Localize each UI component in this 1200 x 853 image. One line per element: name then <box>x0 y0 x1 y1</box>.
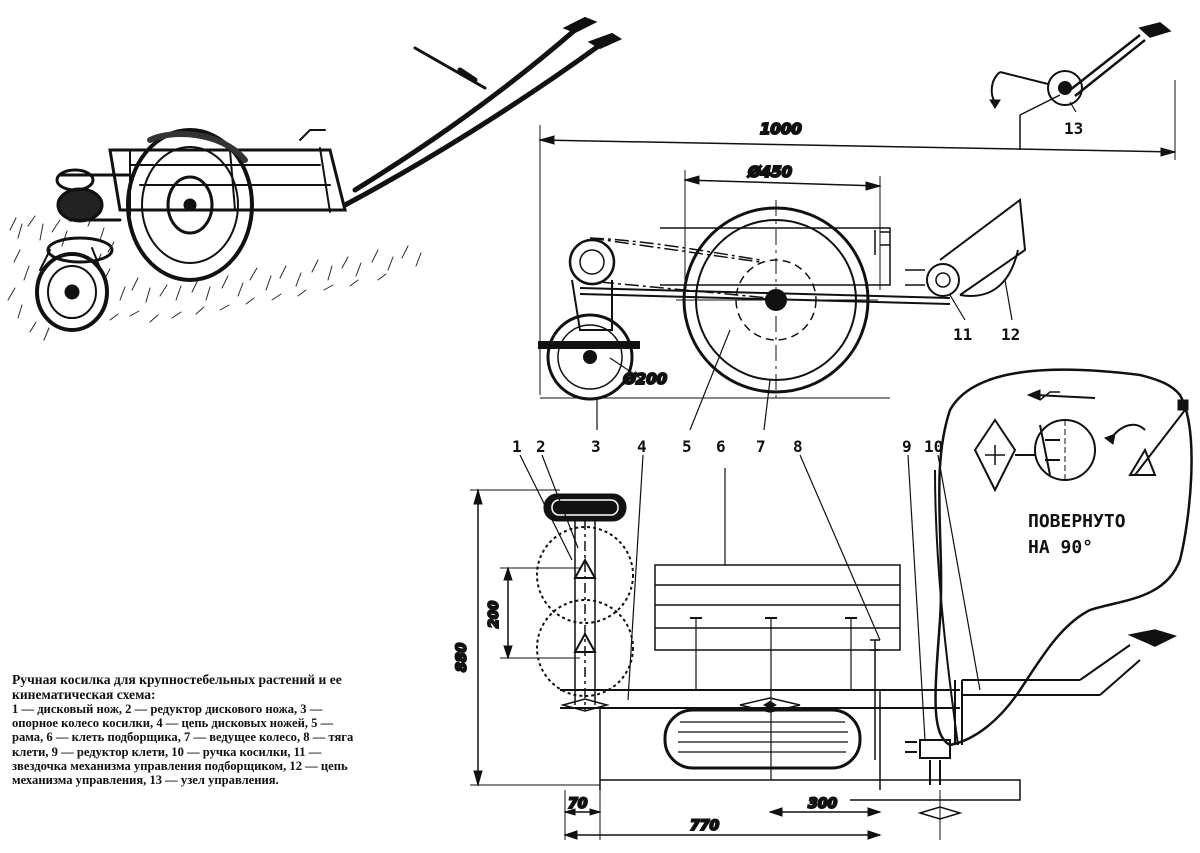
callout-5: 5 <box>682 437 692 456</box>
callout-2: 2 <box>536 437 546 456</box>
dim-clearance: 300 <box>808 796 837 812</box>
dim-support-wheel: Ø200 <box>622 370 667 388</box>
plan-view: 880 200 <box>453 490 1175 840</box>
side-view: 1000 Ø450 Ø200 <box>538 23 1175 400</box>
callout-numbers: 1 2 3 4 5 6 7 8 9 10 11 12 13 <box>512 119 1083 456</box>
note-line-1: ПОВЕРНУТО <box>1028 511 1126 532</box>
caption-title: Ручная косилка для крупностебельных раст… <box>12 672 342 702</box>
dim-length: 1000 <box>760 120 802 138</box>
dim-line-length <box>540 140 1175 152</box>
callout-7: 7 <box>756 437 766 456</box>
callout-9: 9 <box>902 437 912 456</box>
note-line-2: НА 90° <box>1028 537 1093 558</box>
callout-10: 10 <box>924 437 943 456</box>
dim-disk-spacing: 200 <box>487 601 502 628</box>
support-wheel <box>548 315 632 399</box>
dim-drive-wheel: Ø450 <box>747 163 792 181</box>
dim-width: 880 <box>454 643 470 672</box>
callout-4: 4 <box>637 437 647 456</box>
control-node-13 <box>1048 71 1082 105</box>
leader-lines <box>520 102 1076 740</box>
mower-photo <box>8 18 620 340</box>
callout-11: 11 <box>953 325 972 344</box>
callout-13: 13 <box>1064 119 1083 138</box>
callout-1: 1 <box>512 437 522 456</box>
grass-texture <box>8 214 421 340</box>
dim-base: 770 <box>690 818 719 834</box>
callout-3: 3 <box>591 437 601 456</box>
callout-6: 6 <box>716 437 726 456</box>
callout-12: 12 <box>1001 325 1020 344</box>
figure-caption: Ручная косилка для крупностебельных раст… <box>12 672 357 787</box>
rotated-detail-callout: ПОВЕРНУТО НА 90° <box>935 370 1192 745</box>
callout-8: 8 <box>793 437 803 456</box>
caption-legend: 1 — дисковый нож, 2 — редуктор дискового… <box>12 702 354 788</box>
dim-offset: 70 <box>568 796 588 812</box>
